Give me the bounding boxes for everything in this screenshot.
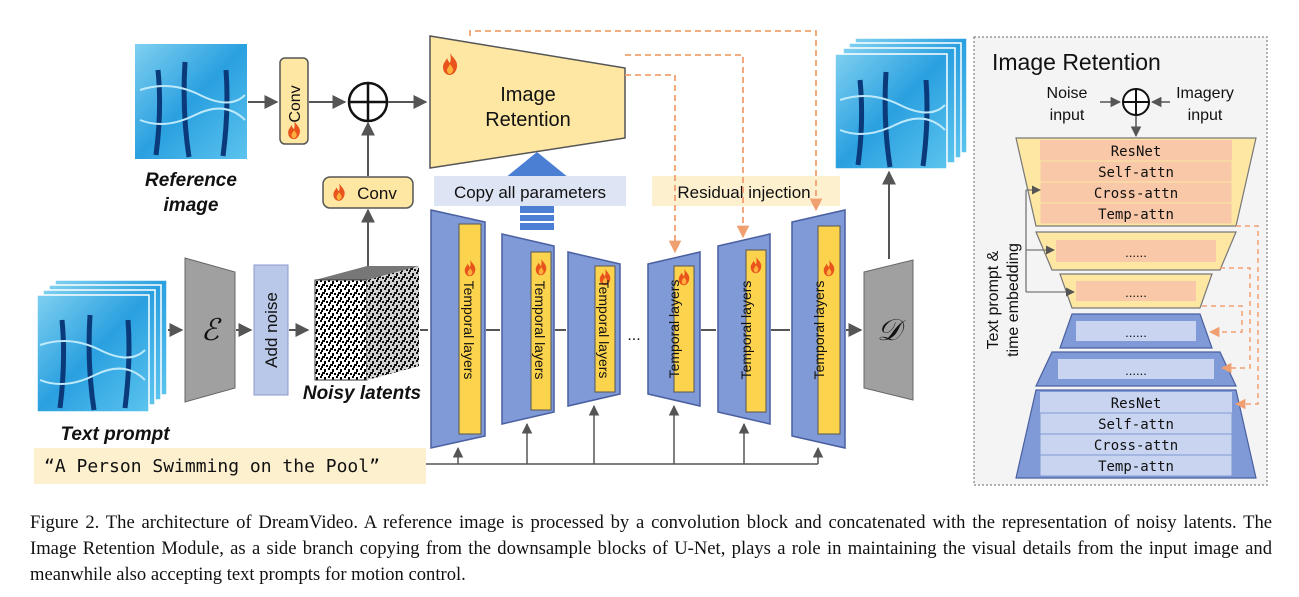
bottom-row-0: ResNet <box>1111 396 1162 412</box>
noise-input-line1: Noise <box>1047 85 1088 102</box>
input-video-frames <box>36 279 168 413</box>
unet-up-block-2: Temporal layers <box>717 233 771 425</box>
side-label-line1: Text prompt & <box>985 250 1002 349</box>
image-retention-block: Image Retention <box>429 35 626 169</box>
temporal-layers-label: Temporal layers <box>461 281 477 380</box>
conv-block-top: Conv <box>279 57 309 145</box>
add-noise-label: Add noise <box>262 292 281 368</box>
unet-down-block-3: Temporal layers <box>567 251 621 407</box>
conv-mid-label: Conv <box>357 184 397 203</box>
encoder-symbol: ℰ <box>201 314 222 347</box>
reference-label-line1: Reference <box>145 170 237 191</box>
residual-label: Residual injection <box>677 183 810 202</box>
bottom-row-1: Self-attn <box>1098 417 1174 433</box>
panel-title: Image Retention <box>992 49 1161 75</box>
top-row-2: Cross-attn <box>1094 186 1178 202</box>
noise-input-line2: input <box>1050 107 1085 124</box>
decoder-block: 𝒟 <box>863 259 914 401</box>
reference-image <box>135 44 247 159</box>
temporal-layers-label: Temporal layers <box>811 281 827 380</box>
copy-label-box <box>434 176 626 206</box>
add-noise-block: Add noise <box>253 264 289 396</box>
temporal-layers-label: Temporal layers <box>666 280 682 379</box>
panel-plus-icon <box>1122 88 1150 116</box>
concat-plus-icon <box>347 81 389 123</box>
prompt-box <box>34 448 426 484</box>
image-retention-detail-panel: Image Retention Noise input Imagery inpu… <box>973 36 1268 486</box>
top-row-0: ResNet <box>1111 144 1162 160</box>
output-video-frames <box>834 37 968 170</box>
ellipsis: ... <box>627 327 640 344</box>
conv-top-label: Conv <box>287 85 304 122</box>
encoder-block: ℰ <box>184 257 236 403</box>
top-row-3: Temp-attn <box>1098 207 1174 223</box>
middle-dots: ...... <box>1125 245 1147 260</box>
figure-caption: Figure 2. The architecture of DreamVideo… <box>30 512 1272 585</box>
unet-up-block-3: Temporal layers <box>791 209 846 449</box>
middle-dots: ...... <box>1125 285 1147 300</box>
bottom-row-3: Temp-attn <box>1098 459 1174 475</box>
temporal-layers-label: Temporal layers <box>532 281 548 380</box>
reference-label-line2: image <box>164 195 219 216</box>
temporal-layers-label: Temporal layers <box>596 280 612 379</box>
side-label-line2: time embedding <box>1005 243 1022 357</box>
image-retention-line1: Image <box>500 84 556 106</box>
middle-dots: ...... <box>1125 363 1147 378</box>
residual-label-box <box>652 176 840 206</box>
noisy-latents-label: Noisy latents <box>303 383 421 404</box>
text-prompt-label: Text prompt <box>60 424 170 445</box>
bottom-row-2: Cross-attn <box>1094 438 1178 454</box>
conv-block-middle: Conv <box>322 176 414 209</box>
temporal-layers-label: Temporal layers <box>738 281 754 380</box>
unet-down-block-2: Temporal layers <box>501 233 555 425</box>
noisy-latents-cube <box>314 266 419 381</box>
residual-connections <box>469 30 823 254</box>
unet-down-block-1: Temporal layers <box>430 209 486 449</box>
imagery-input-line1: Imagery <box>1176 85 1234 102</box>
architecture-diagram: Reference image Conv Conv Image Retentio… <box>34 30 1268 486</box>
top-row-1: Self-attn <box>1098 165 1174 181</box>
prompt-text: “A Person Swimming on the Pool” <box>44 456 380 477</box>
middle-dots: ...... <box>1125 325 1147 340</box>
copy-label: Copy all parameters <box>454 183 606 202</box>
text-conditioning-lines <box>426 404 824 465</box>
imagery-input-line2: input <box>1188 107 1223 124</box>
unet-up-block-1: Temporal layers <box>647 251 701 407</box>
image-retention-line2: Retention <box>485 109 571 131</box>
